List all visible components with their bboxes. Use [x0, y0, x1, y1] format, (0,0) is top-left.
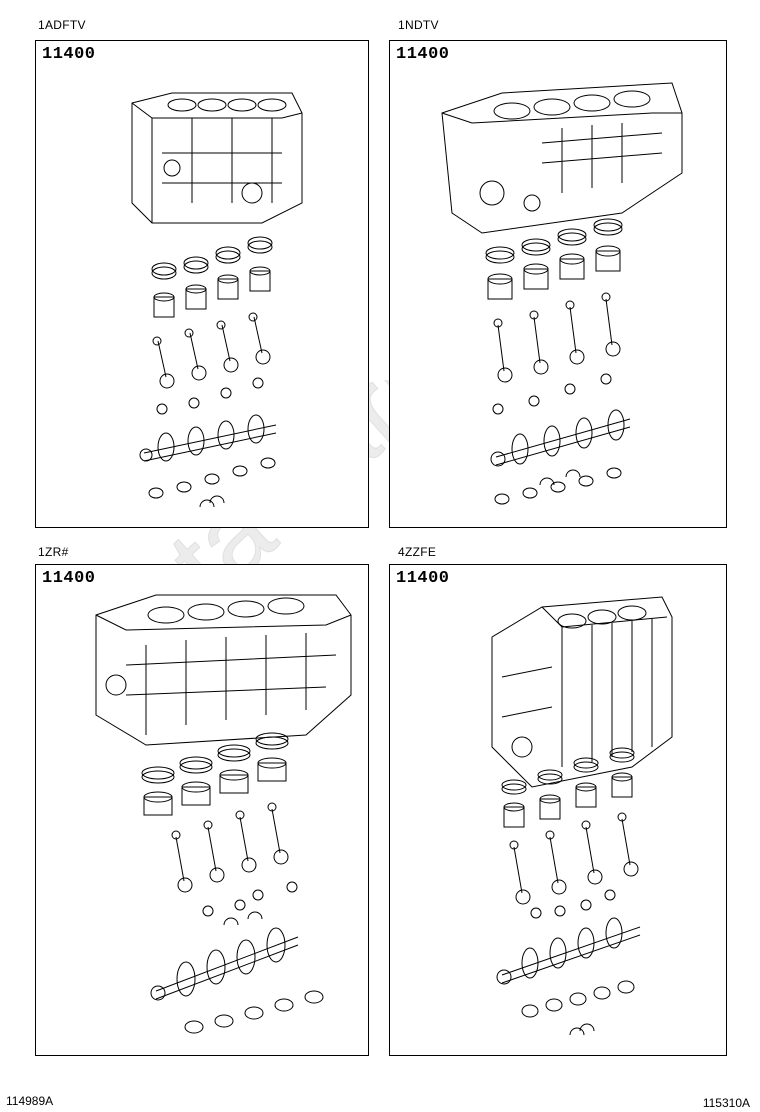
piston-icon [153, 266, 271, 318]
piston-ring-set-icon [151, 236, 273, 280]
parts-panel-1adftv[interactable]: 11400 [35, 40, 369, 528]
part-code-label: 11400 [396, 569, 450, 588]
engine-block-icon [441, 82, 683, 234]
panel-caption-1adftv: 1ADFTV [38, 18, 86, 32]
main-bearing-icon [494, 467, 622, 505]
thrust-washer-icon [199, 495, 225, 508]
parts-panel-4zzfe[interactable]: 11400 [389, 564, 727, 1056]
rod-bearing-icon [492, 373, 612, 415]
engine-block-icon [131, 92, 303, 224]
panel-caption-1ndtv: 1NDTV [398, 18, 439, 32]
piston-ring-set-icon [485, 218, 623, 264]
crankshaft-icon [496, 917, 641, 985]
part-code-label: 11400 [396, 45, 450, 64]
rod-bearing-icon [156, 377, 264, 415]
engine-block-icon [95, 594, 352, 746]
piston-ring-set-icon [141, 732, 289, 784]
connecting-rod-icon [152, 312, 271, 389]
connecting-rod-icon [171, 802, 289, 893]
piston-icon [143, 757, 287, 816]
piston-icon [503, 772, 633, 828]
panel-caption-4zzfe: 4ZZFE [398, 545, 437, 559]
part-code-label: 11400 [42, 569, 96, 588]
part-code-label: 11400 [42, 45, 96, 64]
piston-icon [487, 245, 621, 300]
thrust-washer-icon [539, 469, 581, 486]
short-block-illustration [491, 596, 673, 1036]
short-block-illustration [441, 82, 683, 505]
illustration-ref-left: 114989A [6, 1094, 54, 1108]
main-bearing-icon [184, 990, 324, 1034]
piston-ring-set-icon [501, 747, 635, 795]
main-bearing-icon [521, 980, 635, 1018]
connecting-rod-icon [509, 812, 639, 905]
short-block-illustration [131, 92, 303, 508]
thrust-washer-icon [223, 911, 263, 926]
connecting-rod-icon [493, 292, 621, 383]
panel-caption-1zr: 1ZR# [38, 545, 69, 559]
main-bearing-icon [148, 457, 276, 499]
rod-bearing-icon [530, 889, 616, 919]
rod-bearing-icon [202, 881, 298, 917]
parts-panel-1zr[interactable]: 11400 [35, 564, 369, 1056]
crankshaft-icon [150, 927, 299, 1001]
thrust-washer-icon [569, 1023, 595, 1036]
short-block-illustration [95, 594, 352, 1034]
illustration-ref-right: 115310A [702, 1096, 750, 1110]
crankshaft-icon [490, 409, 631, 467]
engine-block-icon [491, 596, 673, 788]
parts-panel-1ndtv[interactable]: 11400 [389, 40, 727, 528]
crankshaft-icon [139, 414, 277, 462]
